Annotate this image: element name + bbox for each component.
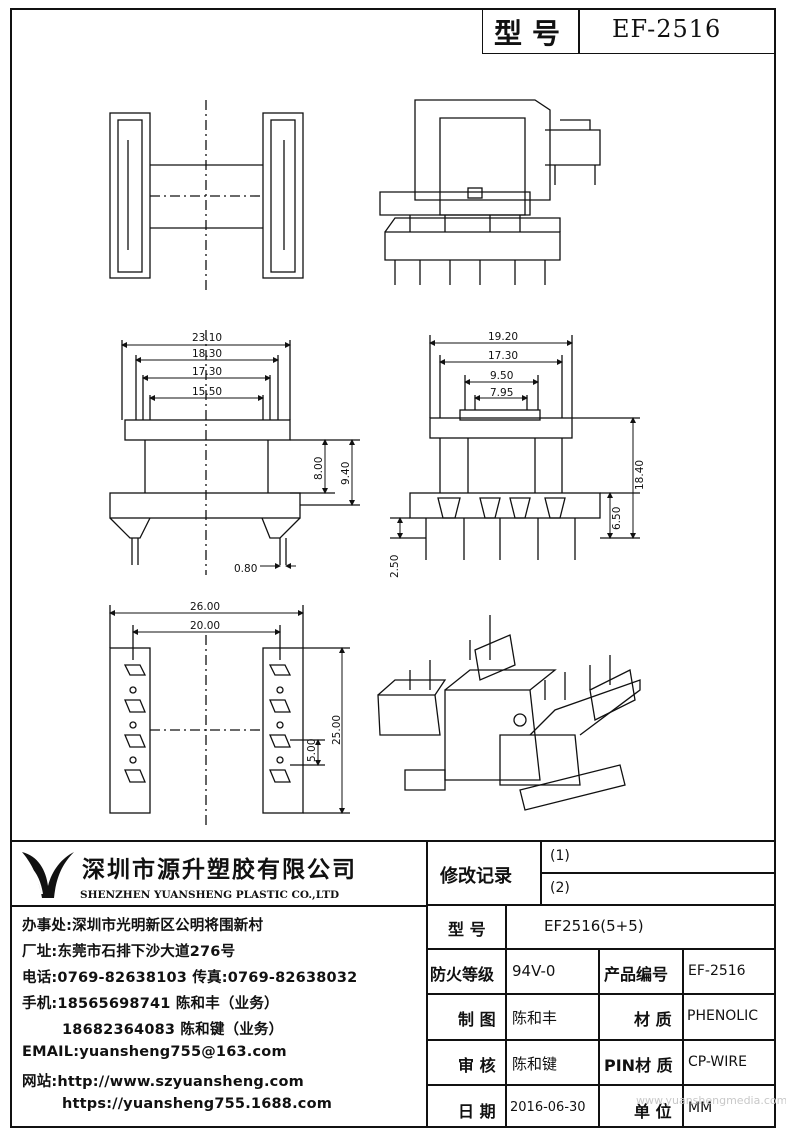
company-office: 办事处:深圳市光明新区公明将围新村 — [22, 918, 264, 934]
front-dim-18-30: 18.30 — [192, 348, 222, 360]
front-dim-15-50: 15.50 — [192, 386, 222, 398]
front-view — [109, 330, 360, 575]
spec-date-value: 2016-06-30 — [510, 1100, 586, 1115]
company-factory: 厂址:东莞市石排下沙大道276号 — [22, 944, 236, 960]
spec-col-rule-2 — [598, 948, 600, 1128]
side-dim-6-50: 6.50 — [611, 507, 623, 530]
drawing-frame — [10, 8, 776, 1128]
spec-row-rule-5 — [426, 1084, 776, 1086]
spec-row-rule-2 — [426, 948, 776, 950]
spec-col-rule-3 — [682, 948, 684, 1128]
iso-view-bottom — [377, 615, 641, 811]
side-dim-9-50: 9.50 — [490, 370, 513, 382]
company-website-2[interactable]: https://yuansheng755.1688.com — [62, 1096, 333, 1112]
revision-row-rule — [540, 872, 776, 874]
bottom-dim-lines — [109, 610, 345, 814]
side-dim-19-20: 19.20 — [488, 331, 518, 343]
model-header-label: 型号 — [494, 17, 571, 50]
side-dim-2-50: 2.50 — [389, 555, 401, 578]
front-dim-0-80: 0.80 — [234, 563, 257, 575]
technical-drawing: 23.10 18.30 17.30 15.50 0.80 8.00 9.40 1… — [109, 99, 646, 825]
spec-product-no-label: 产品编号 — [604, 965, 669, 984]
revision-entry-2: (2) — [550, 880, 570, 896]
spec-fire-label: 防火等级 — [430, 965, 495, 984]
spec-row-rule-3 — [426, 993, 776, 995]
revision-entry-1: (1) — [550, 848, 570, 864]
model-header-box — [482, 8, 776, 54]
company-email[interactable]: EMAIL:yuansheng755@163.com — [22, 1044, 287, 1060]
spec-drawn-value: 陈和丰 — [512, 1009, 558, 1027]
bottom-dim-26-00: 26.00 — [190, 601, 220, 613]
front-dim-lines — [121, 342, 355, 569]
bottom-dim-25-00: 25.00 — [331, 715, 343, 745]
spec-row-rule-1 — [426, 904, 776, 906]
spec-model-value: EF2516(5+5) — [544, 917, 644, 935]
title-block-top-rule — [10, 840, 776, 842]
title-block-vertical-rule — [426, 840, 428, 1128]
spec-material-label: 材 质 — [634, 1010, 672, 1029]
company-phone: 电话:0769-82638103 传真:0769-82638032 — [22, 970, 358, 986]
company-mobile-1: 手机:18565698741 陈和丰（业务） — [22, 996, 279, 1012]
spec-check-value: 陈和键 — [512, 1055, 558, 1073]
iso-view-top — [379, 99, 601, 285]
bottom-view — [109, 605, 350, 825]
front-dim-23-10: 23.10 — [192, 332, 222, 344]
model-header-value: EF-2516 — [612, 15, 722, 43]
spec-row-rule-4 — [426, 1039, 776, 1041]
front-dim-8-00: 8.00 — [313, 457, 325, 480]
bottom-dim-20-00: 20.00 — [190, 620, 220, 632]
spec-material-value: PHENOLIC — [687, 1008, 759, 1024]
front-dim-9-40: 9.40 — [340, 462, 352, 485]
dimension-labels: 23.10 18.30 17.30 15.50 0.80 8.00 9.40 1… — [190, 331, 646, 762]
spec-unit-value: MM — [688, 1100, 713, 1116]
spec-drawn-label: 制 图 — [458, 1010, 496, 1029]
side-dim-17-30: 17.30 — [488, 350, 518, 362]
spec-col-rule-1 — [505, 904, 507, 1128]
side-dim-lines — [397, 340, 636, 539]
company-website[interactable]: 网站:http://www.szyuansheng.com — [22, 1074, 304, 1090]
spec-fire-value: 94V-0 — [512, 962, 556, 980]
spec-model-label: 型 号 — [448, 920, 486, 939]
revision-label: 修改记录 — [440, 866, 512, 887]
company-name-en: SHENZHEN YUANSHENG PLASTIC CO.,LTD — [80, 889, 340, 901]
side-dim-7-95: 7.95 — [490, 387, 513, 399]
company-logo-icon — [22, 852, 74, 898]
top-view — [109, 100, 304, 290]
company-divider — [10, 905, 427, 907]
spec-product-no-value: EF-2516 — [688, 963, 746, 979]
spec-check-label: 审 核 — [458, 1056, 496, 1075]
watermark: www.yuanshengmedia.com — [636, 1094, 786, 1107]
spec-unit-label: 单 位 — [634, 1102, 672, 1121]
side-view — [390, 335, 640, 560]
spec-date-label: 日 期 — [458, 1102, 496, 1121]
model-header-divider — [578, 8, 580, 54]
bottom-dim-5-00: 5.00 — [306, 739, 318, 762]
front-dim-17-30: 17.30 — [192, 366, 222, 378]
company-name-cn: 深圳市源升塑胶有限公司 — [82, 857, 357, 883]
side-dim-18-40: 18.40 — [634, 460, 646, 490]
spec-pin-label: PIN材 质 — [604, 1056, 673, 1075]
company-mobile-2: 18682364083 陈和键（业务） — [62, 1022, 284, 1038]
spec-pin-value: CP-WIRE — [688, 1054, 747, 1070]
